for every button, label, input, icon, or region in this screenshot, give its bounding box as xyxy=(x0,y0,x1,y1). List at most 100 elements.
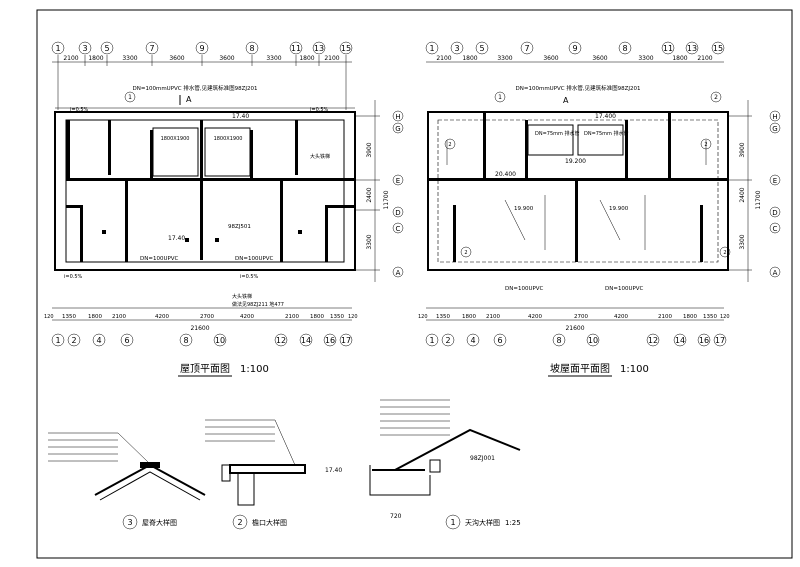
svg-text:2: 2 xyxy=(71,336,76,345)
pipe-note: DN=100mmUPVC 排水管,见建筑标准图98ZJ201 xyxy=(133,84,258,92)
section-mark: A xyxy=(563,96,569,105)
svg-text:1800: 1800 xyxy=(88,314,102,320)
svg-text:1800: 1800 xyxy=(683,314,697,320)
roof-top-axes: 1 3 5 7 9 8 11 13 15 xyxy=(51,41,353,55)
svg-text:2700: 2700 xyxy=(574,314,588,320)
plan-title: 坡屋面平面图 xyxy=(550,362,610,375)
svg-text:4: 4 xyxy=(96,336,101,345)
svg-text:1: 1 xyxy=(429,336,434,345)
svg-text:3300: 3300 xyxy=(497,55,512,62)
svg-text:10: 10 xyxy=(215,336,225,345)
svg-text:2700: 2700 xyxy=(200,314,214,320)
svg-text:3900: 3900 xyxy=(739,142,746,157)
dim-text: 1800 xyxy=(88,55,103,62)
svg-text:4200: 4200 xyxy=(240,314,254,320)
svg-text:6: 6 xyxy=(124,336,129,345)
slope-top-axes: 1 3 5 7 9 8 11 13 15 xyxy=(425,41,725,55)
svg-text:2100: 2100 xyxy=(112,314,126,320)
elevation: 19.900 xyxy=(609,206,629,212)
svg-text:15: 15 xyxy=(341,44,351,53)
svg-text:A: A xyxy=(773,269,778,277)
slope-bottom-axes: 1 2 4 6 8 10 12 14 16 17 xyxy=(425,333,727,347)
slope-label: i=0.5% xyxy=(70,107,89,113)
skylight-label: 1800X1900 xyxy=(214,136,243,142)
drain-note: DN=100UPVC xyxy=(605,286,644,292)
svg-text:3600: 3600 xyxy=(592,55,607,62)
svg-text:4: 4 xyxy=(470,336,475,345)
svg-text:G: G xyxy=(772,125,777,133)
drain-note: DN=75mm 排水管 xyxy=(584,130,628,137)
eave-detail: 2 檐口大样图 xyxy=(205,419,306,530)
svg-text:6: 6 xyxy=(497,336,502,345)
svg-text:E: E xyxy=(396,177,400,185)
svg-text:3600: 3600 xyxy=(543,55,558,62)
elevation: 20.400 xyxy=(495,171,516,178)
gutter-detail: 17.40 720 98ZJ001 1 天沟大样图 1:25 xyxy=(325,399,521,530)
roof-bottom-axes: 1 2 4 6 8 10 12 14 16 17 xyxy=(51,333,353,347)
svg-text:3300: 3300 xyxy=(739,234,746,249)
plan-scale: 1:100 xyxy=(620,364,649,375)
detail-title: 檐口大样图 xyxy=(252,518,287,527)
svg-text:C: C xyxy=(773,225,778,233)
sheet-border xyxy=(36,9,793,559)
svg-text:1800: 1800 xyxy=(672,55,687,62)
svg-text:3300: 3300 xyxy=(366,234,373,249)
svg-text:7: 7 xyxy=(149,44,154,53)
svg-text:17: 17 xyxy=(715,336,725,345)
svg-text:H: H xyxy=(395,113,400,121)
svg-text:1: 1 xyxy=(498,94,502,101)
svg-text:2100: 2100 xyxy=(436,55,451,62)
axis-bubble: 5 xyxy=(100,41,114,55)
drain-note: DN=75mm 排水管 xyxy=(535,130,579,137)
svg-text:2: 2 xyxy=(723,250,726,256)
svg-text:2: 2 xyxy=(464,250,467,256)
svg-text:1: 1 xyxy=(450,518,455,527)
ref-label: 98ZJ001 xyxy=(470,455,495,462)
dim-text: 2100 xyxy=(324,55,339,62)
slope-label: i=0.5% xyxy=(310,107,329,113)
svg-text:2: 2 xyxy=(704,142,707,148)
svg-text:A: A xyxy=(396,269,401,277)
stair-note: 大头铁梯 xyxy=(232,293,252,300)
axis-bubble: 9 xyxy=(195,41,209,55)
svg-text:11700: 11700 xyxy=(755,190,762,209)
elevation: 19.900 xyxy=(514,206,534,212)
elevation: 17.40 xyxy=(232,113,249,120)
svg-text:8: 8 xyxy=(556,336,561,345)
svg-text:5: 5 xyxy=(479,44,484,53)
svg-text:11: 11 xyxy=(291,44,301,53)
svg-text:1800: 1800 xyxy=(310,314,324,320)
svg-text:12: 12 xyxy=(648,336,658,345)
svg-text:2400: 2400 xyxy=(366,187,373,202)
ridge-detail: 3 屋脊大样图 xyxy=(48,432,206,530)
roof-plan: 1 3 5 7 9 8 11 13 15 2100 1800 3300 3600… xyxy=(44,41,404,377)
plan-title: 屋顶平面图 xyxy=(180,363,230,375)
svg-text:8: 8 xyxy=(183,336,188,345)
pipe-note: DN=100mmUPVC 排水管,见建筑标准图98ZJ201 xyxy=(516,84,641,92)
svg-text:2100: 2100 xyxy=(486,314,500,320)
axis-bubble: 3 xyxy=(78,41,92,55)
plan-scale: 1:100 xyxy=(240,364,269,375)
svg-text:2: 2 xyxy=(448,142,451,148)
axis-bubble: 13 xyxy=(312,41,326,55)
axis-bubble: 11 xyxy=(289,41,303,55)
svg-text:9: 9 xyxy=(572,44,577,53)
bottom-note: 做法见98ZJ211 地477 xyxy=(232,301,284,308)
svg-text:120: 120 xyxy=(720,314,730,320)
elevation: 17.40 xyxy=(325,467,342,474)
svg-text:1800: 1800 xyxy=(462,55,477,62)
svg-text:D: D xyxy=(772,209,777,217)
svg-text:3300: 3300 xyxy=(638,55,653,62)
svg-text:2100: 2100 xyxy=(658,314,672,320)
axis-bubble: 15 xyxy=(339,41,353,55)
svg-text:1350: 1350 xyxy=(330,314,344,320)
svg-text:9: 9 xyxy=(199,44,204,53)
drain-note: DN=100UPVC xyxy=(235,256,274,262)
svg-text:12: 12 xyxy=(276,336,286,345)
svg-text:1350: 1350 xyxy=(703,314,717,320)
svg-text:3: 3 xyxy=(454,44,459,53)
axis-bubble: 7 xyxy=(145,41,159,55)
section-mark: A xyxy=(186,95,192,104)
svg-text:11: 11 xyxy=(663,44,673,53)
